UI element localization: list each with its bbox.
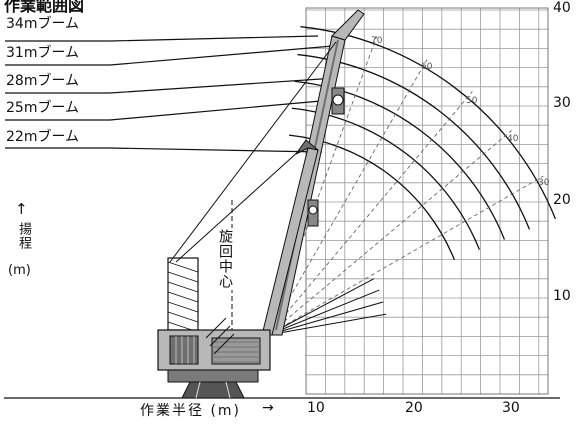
x-tick-30: 30 xyxy=(502,400,520,416)
boom-label-22m: 22mブーム xyxy=(6,129,80,145)
radial-line xyxy=(267,278,375,336)
rotation-center-label: 旋回中心 xyxy=(215,228,235,290)
boom-angle-ray xyxy=(267,59,428,336)
boom-leader-line xyxy=(5,99,333,121)
y-axis-label: 揚程 xyxy=(16,222,31,250)
angle-label-40: 40 xyxy=(507,134,519,144)
diagram-title: 作業範囲図 xyxy=(4,0,85,15)
crane-cab xyxy=(169,335,199,365)
angle-label-30: 30 xyxy=(538,178,550,188)
boom-22m xyxy=(261,147,319,336)
radial-line xyxy=(267,313,387,336)
boom-tip xyxy=(331,9,365,41)
pedestal-line xyxy=(225,381,231,399)
boom-label-31m: 31mブーム xyxy=(6,45,80,61)
angle-label-70: 70 xyxy=(371,36,383,46)
gantry-brace xyxy=(167,281,199,293)
boom-angle-ray xyxy=(267,130,512,336)
x-axis-label: 作業半径 (m) xyxy=(140,403,242,419)
boom-angle-ray xyxy=(267,175,544,336)
turntable xyxy=(167,369,259,383)
y-tick-30: 30 xyxy=(553,95,571,111)
boom-leader-line xyxy=(5,77,337,94)
y-tick-10: 10 xyxy=(553,288,571,304)
angle-label-50: 50 xyxy=(466,96,478,106)
boom-angle-ray xyxy=(267,91,473,336)
boom-label-34m: 34mブーム xyxy=(6,16,80,32)
hook-sheave xyxy=(332,94,344,106)
pendant-line-2 xyxy=(175,149,301,263)
boom-leader-line xyxy=(5,45,334,66)
boom-22m-tip xyxy=(295,139,319,155)
boom-label-25m: 25mブーム xyxy=(6,100,80,116)
y-tick-40: 40 xyxy=(553,0,571,16)
radial-line xyxy=(267,289,380,336)
pedestal xyxy=(181,381,245,399)
x-axis-arrow-icon: → xyxy=(262,400,274,416)
x-tick-20: 20 xyxy=(405,400,423,416)
gantry-brace xyxy=(167,261,199,273)
pedestal-line xyxy=(195,381,201,399)
y-axis-arrow-icon: ↑ xyxy=(15,200,28,218)
gantry-tower xyxy=(167,257,199,331)
pendant-line xyxy=(169,41,337,263)
y-axis-unit: (m) xyxy=(8,263,31,278)
x-tick-10: 10 xyxy=(307,400,325,416)
gantry-brace xyxy=(167,291,199,303)
y-tick-20: 20 xyxy=(553,192,571,208)
boom-leader-line xyxy=(5,147,323,153)
boom-label-28m: 28mブーム xyxy=(6,73,80,89)
hook-sheave-22m xyxy=(308,205,318,215)
gantry-brace xyxy=(167,311,199,323)
gantry-brace xyxy=(167,301,199,313)
boom-leader-line xyxy=(5,35,319,42)
radial-line xyxy=(267,301,384,336)
angle-label-60: 60 xyxy=(421,62,433,72)
gantry-brace xyxy=(167,271,199,283)
stairs xyxy=(205,317,235,355)
